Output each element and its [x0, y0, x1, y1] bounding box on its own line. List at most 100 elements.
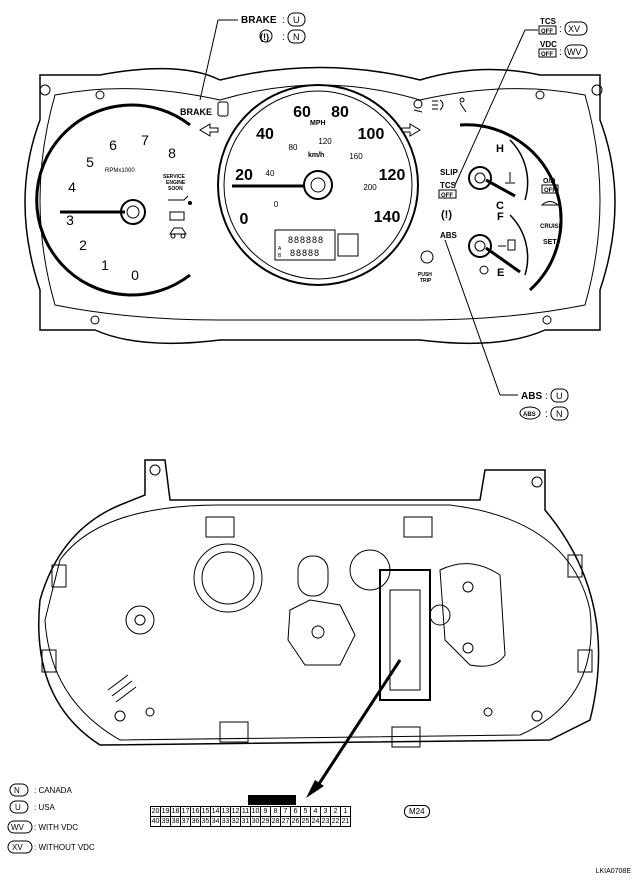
legend-code: WV: [11, 823, 25, 832]
legend-canada: N : CANADA: [9, 783, 72, 797]
mph-tick-label: 40: [256, 126, 274, 143]
mph-tick-label: 0: [240, 211, 249, 228]
mph-tick-label: 80: [331, 104, 349, 121]
connector-pin: 13: [220, 806, 231, 817]
tcs-callout: [454, 29, 538, 186]
legend-chip: [9, 800, 29, 814]
connector-pin: 18: [170, 806, 181, 817]
rear-housing: [38, 459, 600, 748]
tach-tick-label: 6: [109, 137, 117, 153]
connector-pointer: [313, 659, 402, 791]
trip-a-label: A: [278, 246, 282, 252]
odometer-value: 888888: [288, 235, 324, 245]
legend-text: : CANADA: [34, 786, 72, 795]
brake-callout-label: BRAKE: [241, 15, 277, 26]
abs-callout: [444, 239, 518, 396]
front-housing: [24, 66, 616, 345]
push-trip-knob[interactable]: [420, 250, 434, 264]
legend-without-vdc: XV : WITHOUT VDC: [7, 840, 95, 854]
mph-tick-label: 120: [379, 167, 406, 184]
vdc-callout-label: VDC: [540, 40, 557, 49]
left-turn-arrow-icon: [199, 123, 219, 137]
temp-c-label: C: [496, 200, 504, 212]
gear-display: [337, 233, 359, 257]
trip-b-label: B: [278, 253, 282, 259]
trip-value: 88888: [290, 248, 320, 258]
fuel-pump-icon: [498, 239, 516, 251]
od-off-box: [541, 184, 559, 194]
od-off-label: OFF: [544, 188, 556, 194]
brake-code-chip: [287, 12, 306, 27]
tcs-colon: :: [559, 24, 562, 35]
connector-pin: 28: [270, 816, 281, 827]
vdc-callout-off-box: [538, 48, 557, 58]
connector-pin: 30: [250, 816, 261, 827]
tach-tick-label: 3: [66, 212, 74, 228]
legend-chip: [7, 840, 33, 854]
connector-pin: 10: [250, 806, 261, 817]
tach-tick-label: 7: [141, 132, 149, 148]
tach-tick-label: 8: [168, 145, 176, 161]
connector-arrowhead: [306, 780, 324, 798]
washer-icon: [540, 201, 560, 206]
connector-pin: 24: [310, 816, 321, 827]
kmh-tick-label: 120: [318, 137, 332, 146]
left-brake-label: BRAKE: [180, 107, 212, 117]
temp-h-label: H: [496, 143, 504, 155]
fuel-e-label: E: [497, 267, 504, 279]
abs-code: U: [556, 391, 563, 401]
connector-pin: 26: [290, 816, 301, 827]
connector-pin: 27: [280, 816, 291, 827]
headlight-icon: [432, 99, 444, 111]
abs-callout-label: ABS: [521, 391, 542, 402]
brake-code: U: [293, 15, 300, 25]
connector-id-badge: M24: [404, 805, 430, 818]
connector-pin: 23: [320, 816, 331, 827]
airbag-icon: [413, 99, 423, 113]
set-label: SET: [543, 239, 557, 246]
connector-pin: 29: [260, 816, 271, 827]
connector-pin: 22: [330, 816, 341, 827]
brake-alt-icon-circle: [259, 29, 273, 43]
brake-alt-icon: (!): [260, 32, 269, 42]
warn-service: SERVICE: [163, 174, 186, 180]
od-label: O/D: [543, 178, 555, 185]
abs-alt-code-chip: [550, 406, 569, 421]
connector-pin: 15: [200, 806, 211, 817]
mph-tick-label: 100: [358, 126, 385, 143]
abs-alt-icon-circle: [519, 406, 541, 420]
legend-with-vdc: WV : WITH VDC: [7, 820, 78, 834]
vdc-callout-off: OFF: [541, 52, 553, 58]
connector-pin: 1: [340, 806, 351, 817]
connector-pin: 4: [310, 806, 321, 817]
abs-alt-colon: :: [545, 409, 548, 420]
push-trip-label-2: TRIP: [420, 278, 432, 284]
oil-pressure-icon: [168, 195, 192, 205]
connector-pin: 34: [210, 816, 221, 827]
brake-warning-icon: (!): [441, 209, 452, 221]
abs-code-chip: [550, 388, 569, 403]
connector-key-tab: [248, 795, 296, 805]
tach-tick-label: 1: [101, 257, 109, 273]
connector-pin: 31: [240, 816, 251, 827]
connector-pin: 8: [270, 806, 281, 817]
connector-pin: 19: [160, 806, 171, 817]
kmh-tick-label: 40: [266, 169, 275, 178]
tach-tick-label: 5: [86, 154, 94, 170]
slip-label: SLIP: [440, 168, 458, 177]
brake-callout: [199, 19, 238, 101]
vdc-code: WV: [567, 47, 582, 57]
vdc-code-chip: [564, 44, 588, 59]
connector-pin: 36: [190, 816, 201, 827]
legend-chip: [7, 820, 33, 834]
connector-pin: 6: [290, 806, 301, 817]
connector-pin: 39: [160, 816, 171, 827]
connector-pin: 7: [280, 806, 291, 817]
